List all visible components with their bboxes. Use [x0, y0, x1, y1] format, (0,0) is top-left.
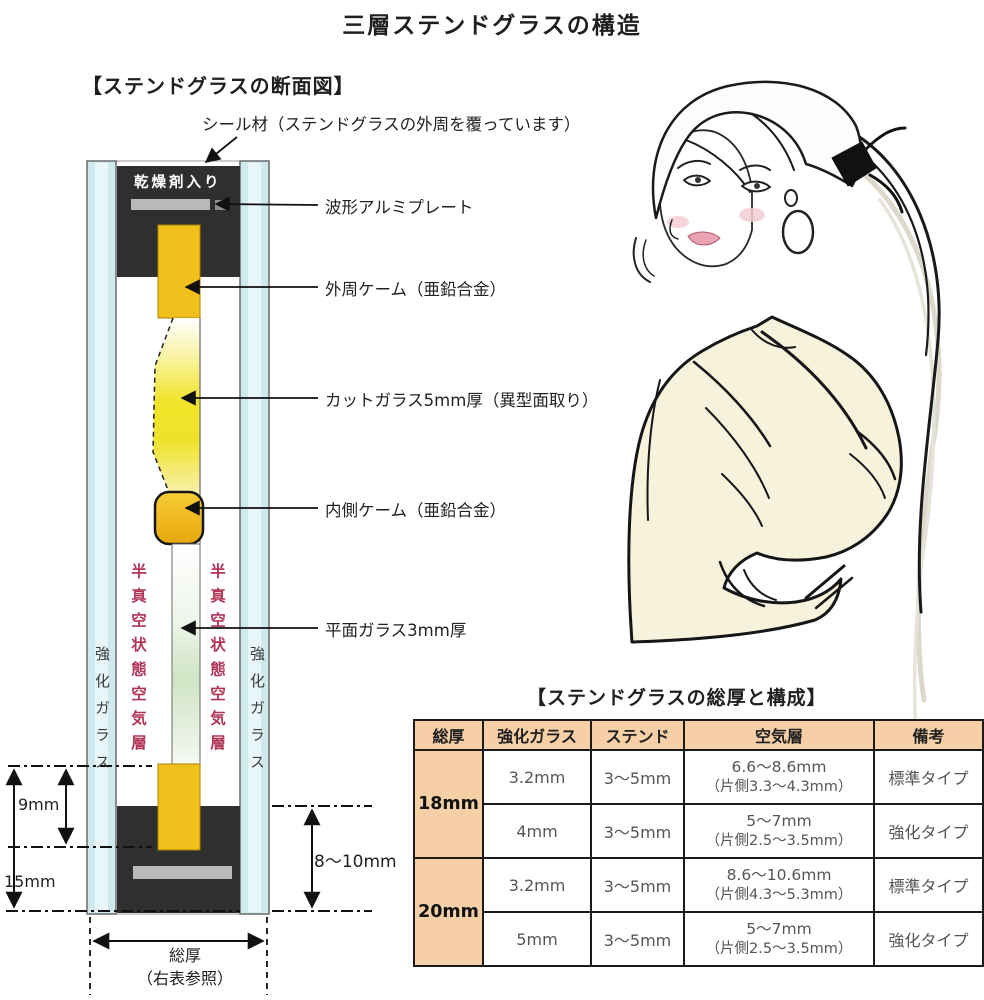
air-layer-text-left: 半真空状態空気層 — [129, 563, 147, 759]
cell-tempered: 5mm — [482, 911, 592, 967]
aluminum-plate-bottom — [133, 866, 232, 879]
label-flat-glass: 平面ガラス3mm厚 — [325, 621, 467, 640]
earring-hoop — [781, 209, 815, 255]
cell-stained: 3～5mm — [590, 911, 685, 967]
table-heading: 【ステンドグラスの総厚と構成】 — [527, 687, 827, 709]
cell-air: 5～7mm （片側2.5～3.5mm） — [683, 803, 875, 859]
flat-glass-shape — [171, 543, 201, 767]
inner-came-shape — [153, 490, 205, 546]
table-row: 4mm 3～5mm 5～7mm （片側2.5～3.5mm） 強化タイプ — [414, 803, 984, 859]
label-inner-came: 内側ケーム（亜鉛合金） — [325, 501, 507, 520]
thickness-spec-table: 総厚 強化ガラス ステンド 空気層 備考 18mm 3.2mm 3～5mm 6.… — [413, 719, 984, 967]
air-side-value: （片側3.3～4.3mm） — [705, 778, 853, 795]
table-row: 20mm 3.2mm 3～5mm 8.6～10.6mm （片側4.3～5.3mm… — [413, 857, 984, 967]
col-header-total: 総厚 — [413, 719, 484, 751]
cell-stained: 3～5mm — [590, 749, 685, 805]
table-row: 5mm 3～5mm 5～7mm （片側2.5～3.5mm） 強化タイプ — [414, 911, 984, 967]
sweater-shape — [627, 315, 903, 644]
air-side-value: （片側2.5～3.5mm） — [705, 832, 853, 849]
label-outer-came: 外周ケーム（亜鉛合金） — [325, 280, 507, 299]
cell-stained: 3～5mm — [590, 857, 685, 913]
cell-note: 標準タイプ — [873, 749, 984, 805]
tempered-glass-text-left: 強化ガラス — [93, 646, 111, 781]
air-main-value: 5～7mm — [746, 920, 812, 939]
scrunchie-shape — [831, 141, 877, 187]
seal-material-label: シール材（ステンドグラスの外周を覆っています） — [202, 115, 581, 134]
cut-glass-shape — [153, 318, 200, 540]
dimension-9mm: 9mm — [18, 795, 60, 814]
air-main-value: 5～7mm — [746, 812, 812, 831]
col-header-tempered: 強化ガラス — [482, 719, 592, 751]
cell-air: 8.6～10.6mm （片側4.3～5.3mm） — [683, 857, 875, 913]
label-aluminum-plate: 波形アルミプレート — [325, 198, 474, 217]
page-title: 三層ステンドグラスの構造 — [342, 13, 642, 39]
col-header-stained: ステンド — [590, 719, 685, 751]
col-header-note: 備考 — [873, 719, 984, 751]
air-side-value: （片側4.3～5.3mm） — [705, 886, 853, 903]
air-side-value: （片側2.5～3.5mm） — [705, 940, 853, 957]
label-cut-glass: カットガラス5mm厚（異型面取り） — [325, 391, 599, 410]
dimension-lines — [5, 136, 372, 995]
air-main-value: 6.6～8.6mm — [731, 758, 827, 777]
cell-tempered: 3.2mm — [482, 749, 592, 805]
glass-unit — [86, 160, 270, 915]
table-row: 18mm 3.2mm 3～5mm 6.6～8.6mm （片側3.3～4.3mm）… — [413, 749, 984, 859]
col-header-air: 空気層 — [683, 719, 875, 751]
woman-illustration — [627, 80, 942, 784]
cell-total-20mm: 20mm — [413, 857, 484, 967]
cell-stained: 3～5mm — [590, 803, 685, 859]
cell-note: 標準タイプ — [873, 857, 984, 913]
air-main-value: 8.6～10.6mm — [726, 866, 832, 885]
desiccant-label: 乾燥剤入り — [134, 175, 222, 191]
bottom-came-shape — [157, 763, 201, 851]
air-layer-text-right: 半真空状態空気層 — [208, 563, 226, 759]
tempered-glass-text-right: 強化ガラス — [248, 646, 266, 781]
cell-tempered: 3.2mm — [482, 857, 592, 913]
hair-shape — [651, 80, 863, 220]
section-heading: 【ステンドグラスの断面図】 — [82, 74, 355, 98]
cell-air: 5～7mm （片側2.5～3.5mm） — [683, 911, 875, 967]
cell-note: 強化タイプ — [873, 803, 984, 859]
cell-total-18mm: 18mm — [413, 749, 484, 859]
outer-came-shape — [157, 224, 201, 319]
cell-note: 強化タイプ — [873, 911, 984, 967]
cell-air: 6.6～8.6mm （片側3.3～4.3mm） — [683, 749, 875, 805]
table-header-row: 総厚 強化ガラス ステンド 空気層 備考 — [413, 719, 984, 751]
dimension-8-10mm: 8～10mm — [314, 852, 397, 872]
cell-tempered: 4mm — [482, 803, 592, 859]
dimension-total-thickness: 総厚 — [168, 946, 201, 965]
aluminum-plate-top — [131, 199, 210, 210]
dimension-total-note: （右表参照） — [136, 969, 233, 988]
dimension-15mm: 15mm — [4, 872, 56, 891]
